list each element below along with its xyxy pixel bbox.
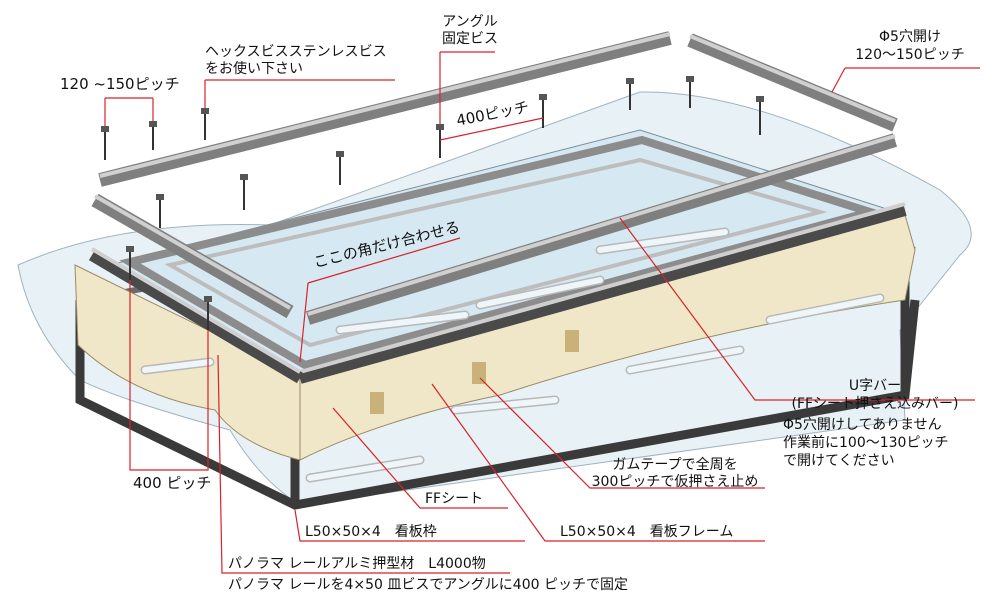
u-bar-note-3: で開けてください	[783, 453, 895, 469]
u-bar-front-hl	[307, 134, 896, 316]
u-bar-note-2: 作業前に100～130ピッチ	[783, 435, 949, 451]
gum-tape-label-1: ガムテープで全周を	[612, 457, 738, 473]
hex-screw-label-1: ヘックスビスステンレスビス	[205, 44, 387, 60]
u-bar-right	[687, 33, 898, 132]
panorama-fix-label: パノラマ レールを4×50 皿ビスでアングルに400 ピッチで固定	[228, 577, 628, 593]
u-bar-note-1: Φ5穴開けしてありません	[783, 417, 942, 433]
u-bar-left-hl	[94, 194, 291, 310]
panorama-rail-left	[88, 249, 304, 384]
u-bar-label-2: (FFシート押さえ込みバー)	[791, 396, 959, 412]
pitch-screw-label: 120 ~150ピッチ	[60, 75, 180, 93]
panorama-rail-front-light	[299, 202, 906, 374]
hex-screw-label-2: をお使い下さい	[205, 61, 303, 77]
tape-patch	[370, 392, 384, 414]
u-bar-label-1: U字バー	[848, 378, 902, 394]
panorama-rail-left-light	[90, 247, 302, 374]
u-bar-right-hl	[689, 34, 896, 123]
ff-sheet-label: FFシート	[425, 491, 484, 507]
sign-frame-structure-label: L50×50×4 看板フレーム	[560, 524, 734, 540]
hole-label-2: 120～150ピッチ	[855, 47, 965, 63]
sign-frame-label: L50×50×4 看板枠	[305, 524, 437, 540]
leader-lines	[104, 51, 980, 574]
screws	[104, 80, 761, 330]
inner-frame-inner	[164, 157, 828, 348]
u-bar-left	[91, 193, 294, 319]
u-bar-back-hl	[99, 32, 671, 178]
angle-screw-label-1: アングル	[442, 14, 498, 30]
pitch-400-left-label: 400 ピッチ	[133, 474, 212, 492]
angle-screw-label-2: 固定ビス	[442, 31, 498, 47]
panorama-rail-front	[298, 204, 907, 384]
tubes-fill	[142, 229, 883, 481]
gum-tape-label-2: 300ピッチで仮押さえ止め	[591, 474, 759, 490]
u-bar-back	[98, 31, 672, 187]
panorama-rail-label: パノラマ レールアルミ押型材 L4000物	[228, 556, 486, 572]
hole-label-1: Φ5穴開け	[879, 29, 941, 45]
tape-patch	[565, 330, 579, 352]
u-bar-front	[305, 133, 898, 325]
screw-heads	[101, 76, 764, 302]
tape-patch	[472, 362, 486, 384]
